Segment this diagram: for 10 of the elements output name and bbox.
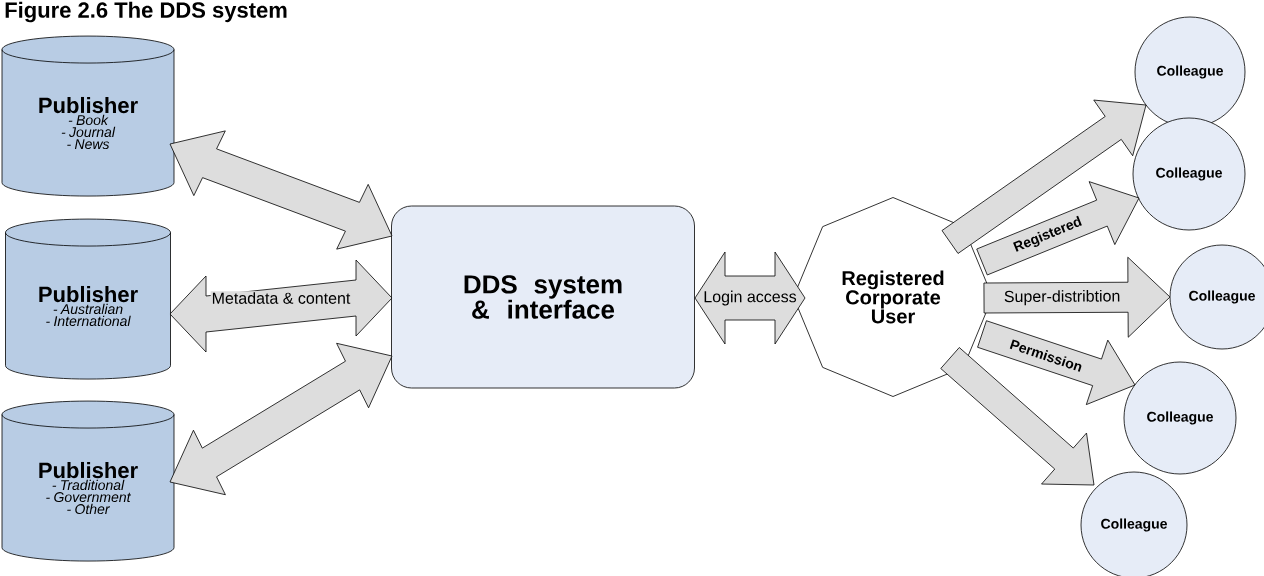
edge-label: Metadata & content (210, 291, 352, 305)
block-arrow (941, 99, 1147, 254)
block-arrow (169, 342, 393, 496)
process-box: DDS system & interface (391, 205, 695, 389)
database-cylinder: Publisher - Traditional - Government - Other (1, 400, 175, 562)
block-arrow (169, 130, 393, 250)
database-cylinder: Publisher - Book - Journal - News (1, 35, 175, 197)
figure-title: Figure 2.6 The DDS system (5, 1, 287, 23)
block-arrow (940, 347, 1095, 486)
database-cylinder: Publisher - Australian - International (5, 218, 171, 380)
